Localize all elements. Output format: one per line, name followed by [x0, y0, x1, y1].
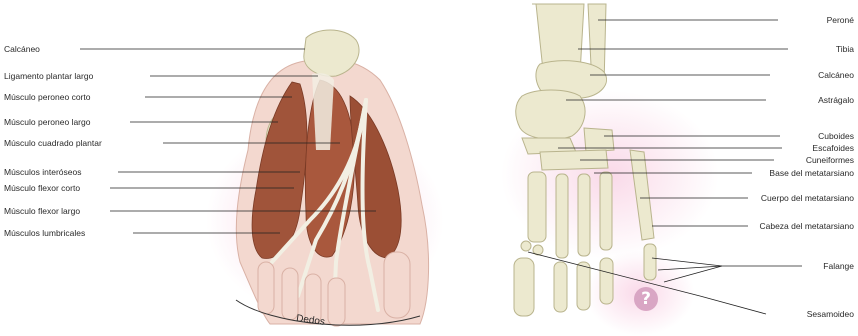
label-cuboides: Cuboides — [818, 131, 854, 141]
help-question-icon[interactable]: ? — [634, 287, 658, 311]
sesamoid-1 — [521, 241, 531, 251]
talus-bone — [516, 90, 585, 139]
label-musculo-cuadrado-plantar: Músculo cuadrado plantar — [4, 138, 102, 148]
metatarsal-3 — [578, 174, 590, 256]
phalanx-1 — [514, 258, 534, 316]
label-musculo-flexor-corto: Músculo flexor corto — [4, 183, 80, 193]
label-cabeza-del-metatarsiano: Cabeza del metatarsiano — [759, 221, 854, 231]
phalanx-5 — [644, 244, 656, 280]
label-ligamento-plantar-largo: Ligamento plantar largo — [4, 71, 93, 81]
phalanx-2 — [554, 262, 567, 312]
label-falange: Falange — [823, 261, 854, 271]
metatarsal-4 — [600, 172, 612, 250]
label-base-del-metatarsiano: Base del metatarsiano — [769, 168, 854, 178]
label-perone: Peroné — [827, 15, 854, 25]
label-sesamoideo: Sesamoideo — [807, 309, 854, 319]
label-tibia: Tibia — [836, 44, 854, 54]
label-cuneiformes: Cuneiformes — [806, 155, 854, 165]
metatarsal-1 — [528, 172, 546, 242]
label-astragalo: Astrágalo — [818, 95, 854, 105]
metatarsal-5 — [630, 150, 654, 240]
label-musculos-lumbricales: Músculos lumbricales — [4, 228, 85, 238]
label-escafoides: Escafoides — [812, 143, 854, 153]
label-calcaneo-left: Calcáneo — [4, 44, 40, 54]
label-musculo-flexor-largo: Músculo flexor largo — [4, 206, 80, 216]
metatarsal-2 — [556, 174, 568, 258]
phalanx-4 — [600, 258, 613, 304]
label-calcaneo-right: Calcáneo — [818, 70, 854, 80]
label-musculo-peroneo-corto: Músculo peroneo corto — [4, 92, 90, 102]
phalanx-3 — [577, 262, 590, 310]
label-musculos-interoseos: Músculos interóseos — [4, 167, 81, 177]
label-musculo-peroneo-largo: Músculo peroneo largo — [4, 117, 90, 127]
label-cuerpo-del-metatarsiano: Cuerpo del metatarsiano — [761, 193, 854, 203]
